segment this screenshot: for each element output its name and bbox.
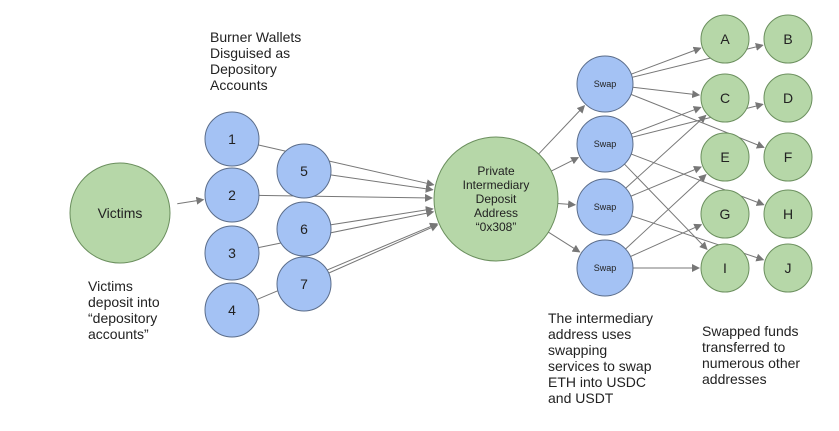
address-node-h: H xyxy=(763,189,813,239)
swap-node-2-circle xyxy=(576,115,634,173)
address-node-g: G xyxy=(700,189,750,239)
swap-node-4: Swap xyxy=(576,239,634,297)
burner-wallets-caption: Burner Wallets Disguised as Depository A… xyxy=(210,29,302,93)
victims-node-circle xyxy=(69,162,171,264)
address-node-a-label: A xyxy=(720,31,730,47)
arrow-swap-2-to-address-i xyxy=(622,162,708,251)
address-node-f-label: F xyxy=(784,149,793,165)
address-node-i-circle xyxy=(700,243,750,293)
swap-node-1-circle xyxy=(576,55,634,113)
swap-node-4-label: Swap xyxy=(594,263,617,273)
deposit-address-node-circle xyxy=(433,136,559,262)
swap-node-3-label: Swap xyxy=(594,202,617,212)
wallet-node-1: 1 xyxy=(204,111,260,167)
wallet-node-2-circle xyxy=(204,167,260,223)
arrow-swap-1-to-address-c xyxy=(630,86,701,99)
swap-node-3-circle xyxy=(576,178,634,236)
wallet-node-4-label: 4 xyxy=(228,302,236,318)
wallet-node-5-label: 5 xyxy=(300,163,308,179)
address-node-d-circle xyxy=(763,73,813,123)
arrow-swap-1-to-address-a xyxy=(629,46,702,76)
deposit-address-node-label: Address xyxy=(474,206,518,220)
address-node-d: D xyxy=(763,73,813,123)
address-node-e-circle xyxy=(700,132,750,182)
address-node-c-label: C xyxy=(720,90,730,106)
address-node-j-label: J xyxy=(785,260,792,276)
wallet-node-7-circle xyxy=(276,256,332,312)
address-node-d-label: D xyxy=(783,90,793,106)
wallet-node-4: 4 xyxy=(204,282,260,338)
arrow-wallet-6-to-deposit-address xyxy=(328,206,434,226)
address-node-c: C xyxy=(700,73,750,123)
wallet-node-3-circle xyxy=(204,225,260,281)
arrow-swap-3-to-address-e xyxy=(628,166,702,198)
swapped-funds-caption: Swapped funds transferred to numerous ot… xyxy=(702,323,801,387)
address-node-b-circle xyxy=(763,14,813,64)
arrow-swap-2-to-address-c xyxy=(629,106,702,136)
arrow-deposit-address-to-swap-3 xyxy=(555,200,577,209)
address-node-e: E xyxy=(700,132,750,182)
victims-caption: Victims deposit into “depository account… xyxy=(88,278,160,342)
arrow-wallet-5-to-deposit-address xyxy=(328,174,434,193)
arrow-swap-4-to-address-e xyxy=(623,173,707,251)
wallet-node-3: 3 xyxy=(204,225,260,281)
wallet-node-1-circle xyxy=(204,111,260,167)
swap-node-2: Swap xyxy=(576,115,634,173)
address-node-c-circle xyxy=(700,73,750,123)
nodes: Victims PrivateIntermediaryDepositAddress… xyxy=(69,14,813,338)
address-node-g-label: G xyxy=(720,206,731,222)
swap-node-4-circle xyxy=(576,239,634,297)
address-node-i-label: I xyxy=(723,260,727,276)
arrow-deposit-address-to-swap-4 xyxy=(546,230,581,253)
wallet-node-2: 2 xyxy=(204,167,260,223)
address-node-b: B xyxy=(763,14,813,64)
address-node-e-label: E xyxy=(720,149,729,165)
deposit-address-node-label: “0x308” xyxy=(476,220,517,234)
victims-node: Victims xyxy=(69,162,171,264)
swap-node-3: Swap xyxy=(576,178,634,236)
wallet-node-1-label: 1 xyxy=(228,131,236,147)
address-node-j: J xyxy=(763,243,813,293)
arrow-swap-4-to-address-g xyxy=(628,223,703,258)
address-node-g-circle xyxy=(700,189,750,239)
deposit-address-node-label: Deposit xyxy=(476,192,517,206)
victims-node-label: Victims xyxy=(98,205,143,221)
arrow-swap-3-to-address-c xyxy=(623,114,707,190)
swap-node-2-label: Swap xyxy=(594,139,617,149)
address-node-i: I xyxy=(700,243,750,293)
wallet-node-2-label: 2 xyxy=(228,187,236,203)
deposit-address-node-label: Private xyxy=(477,164,515,178)
wallet-node-6-circle xyxy=(276,201,332,257)
wallet-node-7-label: 7 xyxy=(300,276,308,292)
deposit-address-node-label: Intermediary xyxy=(463,178,530,192)
swap-node-1: Swap xyxy=(576,55,634,113)
arrow-deposit-address-to-swap-2 xyxy=(549,157,580,173)
swap-node-1-label: Swap xyxy=(594,79,617,89)
wallet-node-6: 6 xyxy=(276,201,332,257)
address-node-h-label: H xyxy=(783,206,793,222)
arrow-deposit-address-to-swap-1 xyxy=(536,105,586,156)
wallet-node-5-circle xyxy=(276,143,332,199)
arrow-victims-to-wallet-2 xyxy=(177,196,205,205)
address-node-a-circle xyxy=(700,14,750,64)
address-node-f: F xyxy=(763,132,813,182)
wallet-node-7: 7 xyxy=(276,256,332,312)
wallet-node-4-circle xyxy=(204,282,260,338)
arrow-wallet-7-to-deposit-address xyxy=(326,224,439,275)
address-node-b-label: B xyxy=(783,31,792,47)
intermediary-caption: The intermediary address uses swapping s… xyxy=(548,310,654,406)
wallet-node-3-label: 3 xyxy=(228,245,236,261)
address-node-a: A xyxy=(700,14,750,64)
address-node-j-circle xyxy=(763,243,813,293)
wallet-node-6-label: 6 xyxy=(300,221,308,237)
arrow-wallet-2-to-deposit-address xyxy=(256,193,434,202)
address-node-f-circle xyxy=(763,132,813,182)
address-node-h-circle xyxy=(763,189,813,239)
wallet-node-5: 5 xyxy=(276,143,332,199)
